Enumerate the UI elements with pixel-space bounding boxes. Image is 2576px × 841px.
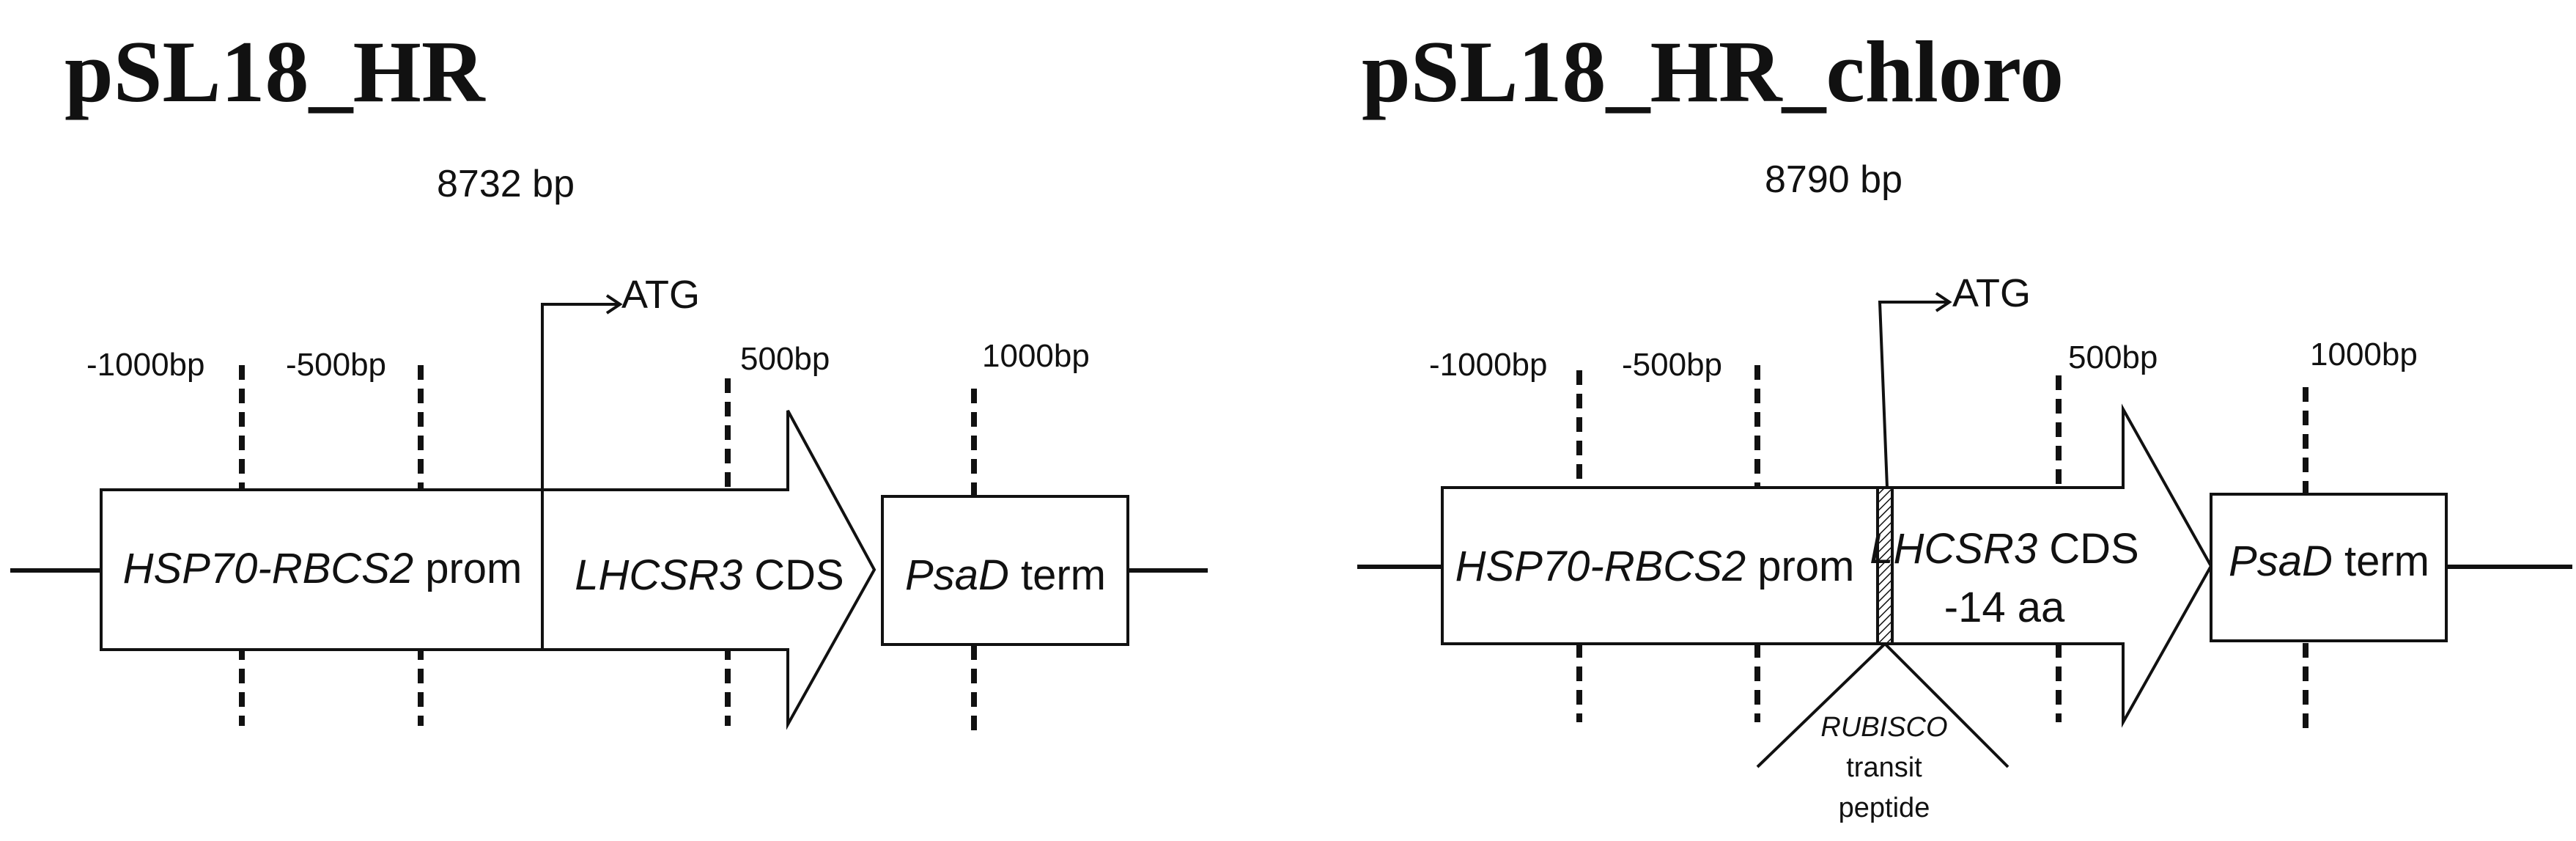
tick-label-1000: 1000bp	[982, 338, 1090, 374]
cds-arrow	[1891, 403, 2213, 728]
terminator-label: PsaD term	[905, 551, 1106, 599]
construct-2-size: 8790 bp	[1765, 158, 1903, 201]
arrowhead-icon	[1935, 292, 1952, 312]
transit-peptide-label-line1: RUBISCO	[1820, 712, 1947, 743]
terminator-label: PsaD term	[2229, 537, 2429, 585]
promoter-label: HSP70-RBCS2 prom	[1455, 543, 1855, 590]
start-codon-label: ATG	[621, 273, 700, 317]
transit-peptide-callout-left	[1756, 642, 1886, 768]
transit-peptide-label-line2: transit	[1846, 752, 1922, 783]
construct-2-panel: pSL18_HR_chloro 8790 bp -1000bp -500bp 5…	[1357, 23, 2572, 823]
transit-peptide-callout-right	[1883, 642, 2009, 768]
tick-label-minus-500: -500bp	[1622, 347, 1722, 383]
promoter-label: HSP70-RBCS2 prom	[123, 545, 523, 592]
start-codon-label: ATG	[1952, 271, 2031, 315]
arrowhead-icon	[605, 294, 623, 315]
transit-peptide-label-line3: peptide	[1839, 793, 1930, 823]
tick-label-500: 500bp	[2068, 339, 2158, 375]
cds-arrow	[541, 410, 876, 730]
promoter-box	[1441, 486, 1879, 645]
promoter-box	[100, 488, 544, 651]
cds-truncation-note: -14 aa	[1944, 584, 2065, 631]
cds-label: LHCSR3 CDS	[575, 551, 844, 599]
tick-label-1000: 1000bp	[2310, 337, 2418, 372]
construct-1-panel: pSL18_HR 8732 bp -1000bp -500bp 500bp 10…	[10, 23, 1208, 733]
tick-label-minus-1000: -1000bp	[86, 347, 204, 383]
terminator-box	[881, 495, 1129, 646]
tick-label-500: 500bp	[740, 341, 830, 377]
transcription-start-arrow	[1878, 301, 1949, 488]
terminator-box	[2210, 493, 2448, 642]
tick-label-minus-1000: -1000bp	[1429, 347, 1547, 383]
transcription-start-arrow	[541, 303, 620, 490]
construct-1-title: pSL18_HR	[64, 23, 486, 120]
tick-label-minus-500: -500bp	[286, 347, 386, 383]
construct-1-size: 8732 bp	[437, 163, 575, 205]
construct-2-title: pSL18_HR_chloro	[1362, 23, 2064, 120]
cds-label: LHCSR3 CDS	[1870, 525, 2138, 573]
